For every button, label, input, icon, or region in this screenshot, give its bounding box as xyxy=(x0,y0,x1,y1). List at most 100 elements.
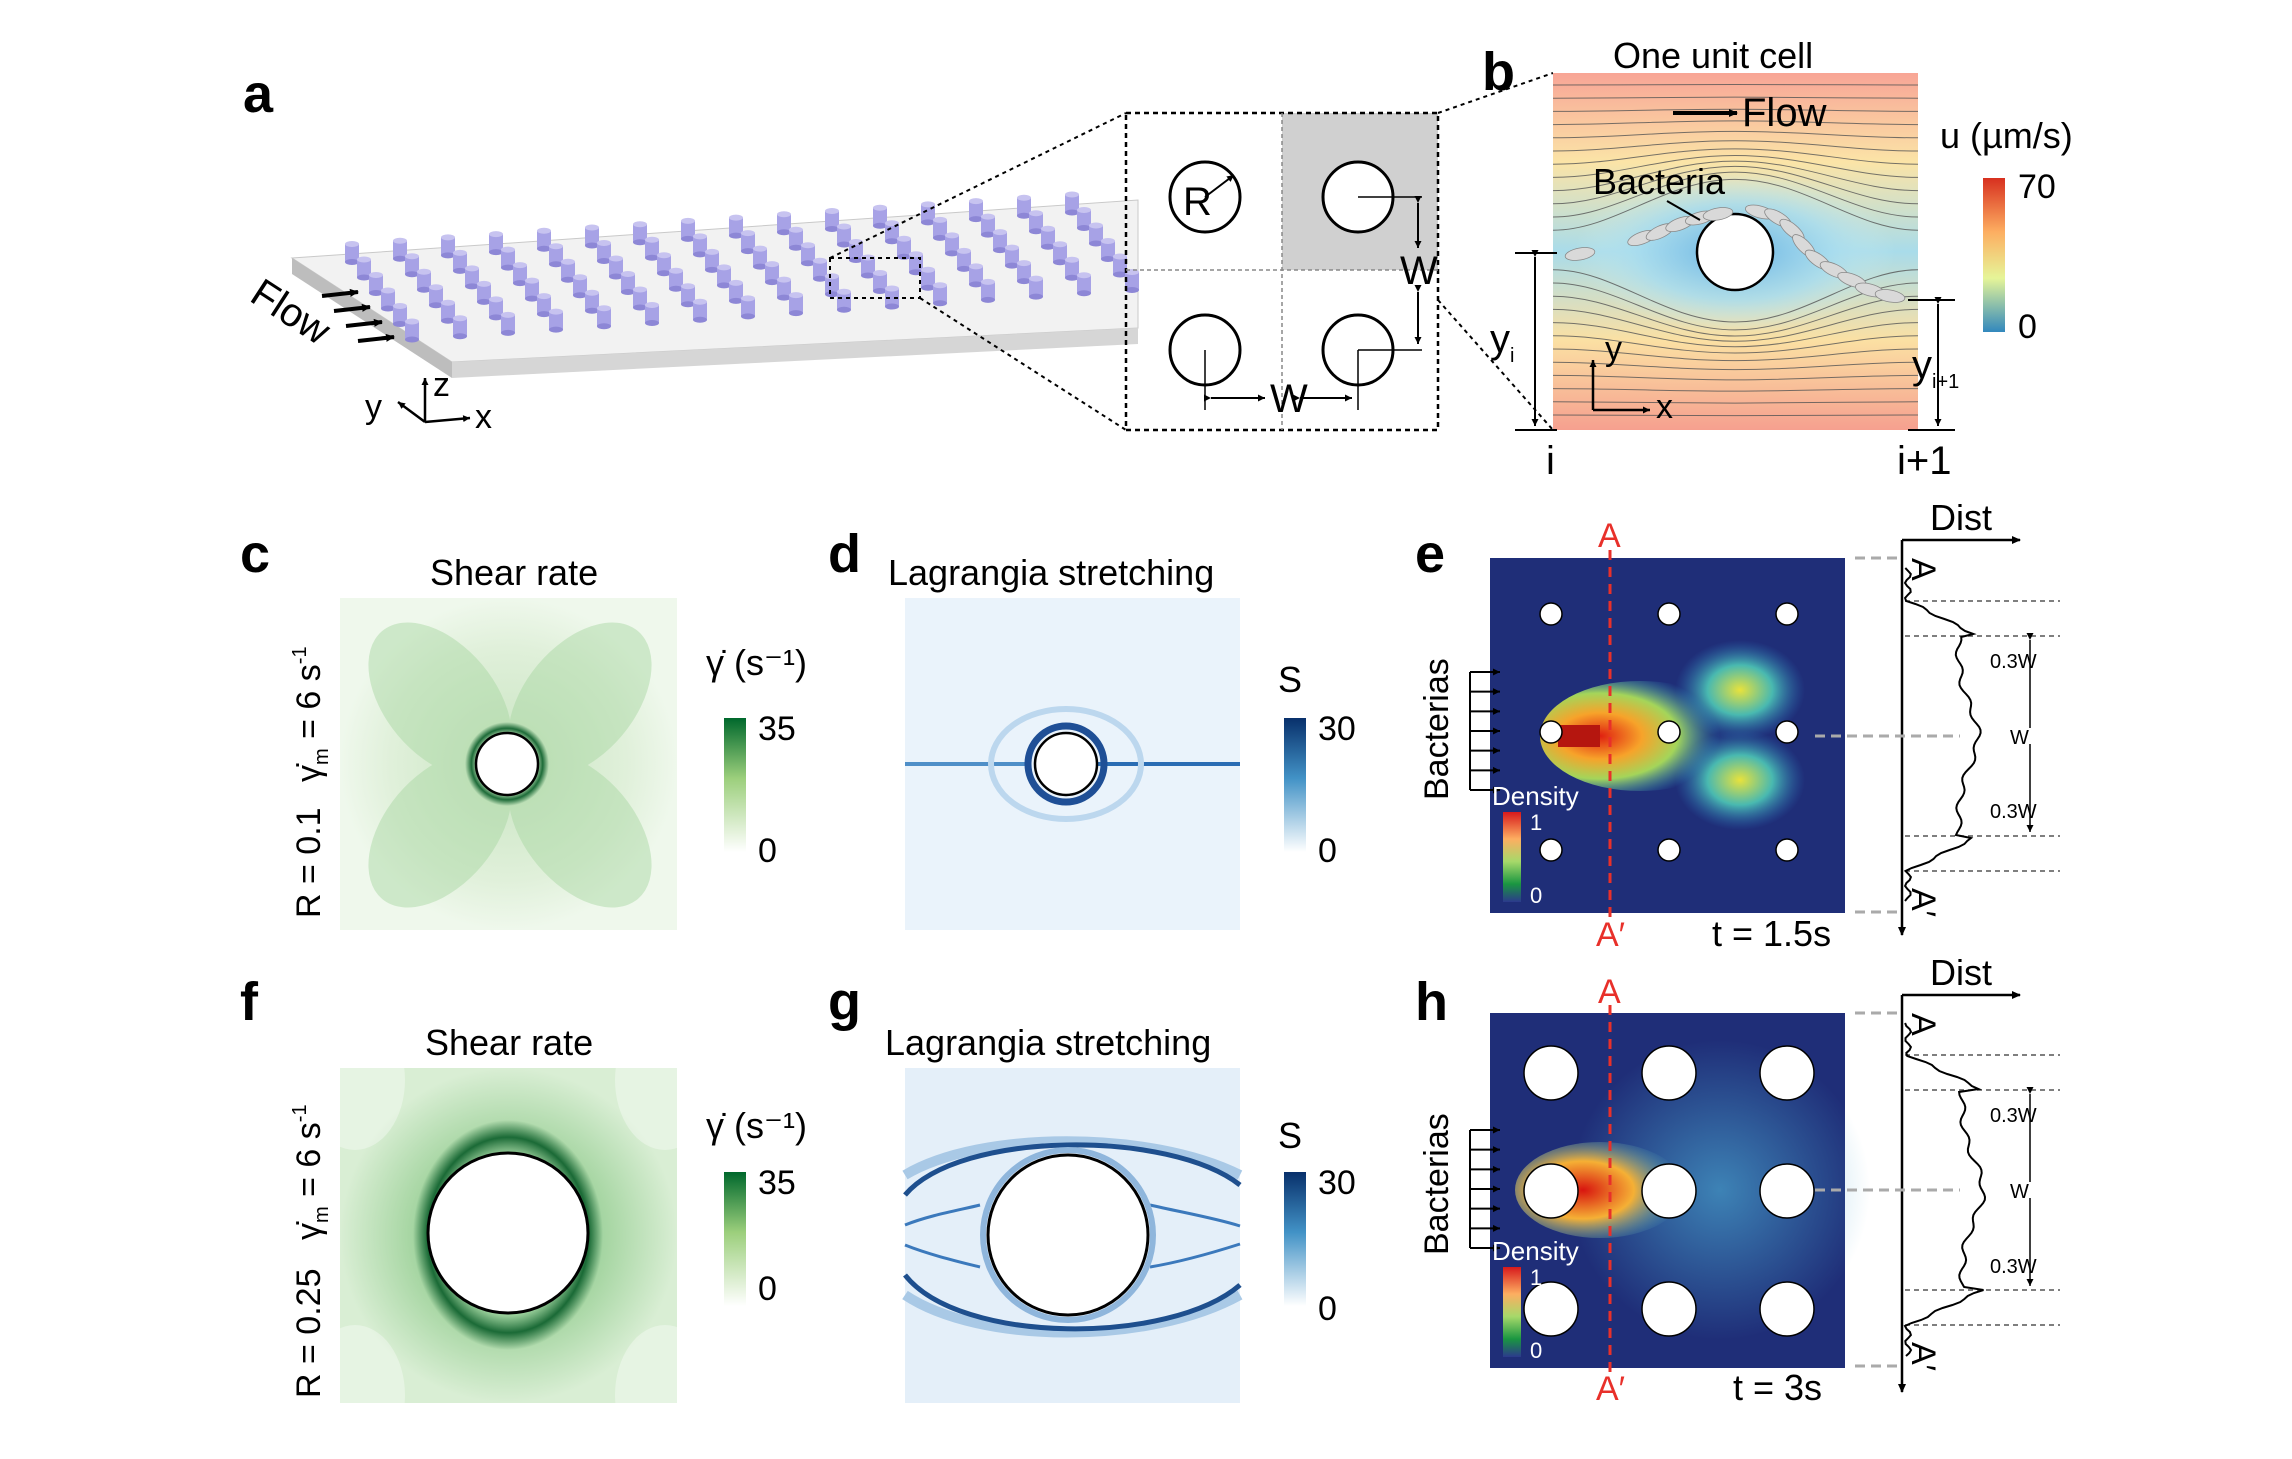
pillar xyxy=(729,214,743,239)
pillar xyxy=(585,224,599,249)
pillar xyxy=(369,272,383,296)
streamline xyxy=(1552,295,1919,337)
velocity-colorbar-max: 70 xyxy=(2018,168,2056,206)
pillar xyxy=(957,247,971,272)
pillar xyxy=(969,198,983,223)
mark-upper-e: 0.3W xyxy=(1990,651,2037,673)
pillar xyxy=(621,271,635,295)
pillar-f xyxy=(426,1151,590,1315)
pillar xyxy=(681,217,695,242)
pillar xyxy=(393,237,407,262)
panel-c-letter: c xyxy=(240,524,270,584)
pillar xyxy=(1101,238,1115,262)
density-pillars-e xyxy=(1539,602,1799,862)
yi-label: yi xyxy=(1490,317,1514,367)
density-min-h: 0 xyxy=(1530,1338,1542,1363)
pillar xyxy=(693,298,707,323)
streamline xyxy=(1552,140,1919,152)
mark-upper-h: 0.3W xyxy=(1990,1105,2037,1127)
axis-x-label: x xyxy=(475,398,492,436)
pillar xyxy=(1041,225,1055,250)
pillar xyxy=(705,248,719,273)
pillar xyxy=(405,253,419,278)
pillar xyxy=(933,216,947,241)
density-pillar xyxy=(1775,838,1799,862)
density-label-h: Density xyxy=(1492,1236,1579,1266)
velocity-colorbar xyxy=(1983,178,2005,332)
index-i1: i+1 xyxy=(1897,439,1952,483)
row1-R-label: R = 0.1 xyxy=(290,807,328,918)
pillar xyxy=(1029,210,1043,235)
panel-f: f Shear rate R = 0.25 γ̇m = 6 s-1 γ̇ (s⁻… xyxy=(240,972,807,1459)
panel-c-title: Shear rate xyxy=(430,552,598,593)
density-pillar xyxy=(1539,720,1563,744)
time-label-e: t = 1.5s xyxy=(1712,913,1831,954)
pillar xyxy=(645,236,659,261)
pillar xyxy=(1065,256,1079,281)
density-pillar xyxy=(1641,1163,1697,1219)
pillar xyxy=(837,288,851,313)
density-pillar xyxy=(1523,1281,1579,1337)
stretch-colorbar-g xyxy=(1284,1172,1306,1306)
pillar xyxy=(1005,244,1019,269)
streamline xyxy=(1552,160,1919,192)
pillar xyxy=(657,252,671,277)
streamline xyxy=(1552,130,1919,139)
shear-lobes-f xyxy=(305,1010,715,1459)
pillar xyxy=(573,274,587,299)
density-pillar xyxy=(1657,838,1681,862)
panel-f-letter: f xyxy=(240,972,259,1032)
profile-top-h: A xyxy=(1904,1013,1942,1036)
streamline xyxy=(1552,165,1919,205)
inset-radius-label: R xyxy=(1183,180,1212,224)
panel-c: c Shear rate R = 0.1 γ̇m = 6 s-1 γ̇ (s⁻¹… xyxy=(240,524,807,930)
density-pillar xyxy=(1523,1163,1579,1219)
pillar xyxy=(921,201,935,226)
pillar xyxy=(825,208,839,232)
profile-reference-lines-h xyxy=(1815,1011,2060,1368)
streamline xyxy=(1552,154,1919,178)
pillar xyxy=(681,283,695,308)
density-pillar xyxy=(1759,1163,1815,1219)
panel-e-letter: e xyxy=(1415,524,1445,584)
density-max-e: 1 xyxy=(1530,810,1542,835)
pillar xyxy=(909,251,923,276)
streamline xyxy=(1552,96,1919,99)
inset-spacing-x-label: W xyxy=(1270,377,1308,421)
panel-b-axis-y: y xyxy=(1605,330,1622,368)
cut-bottom-h: A′ xyxy=(1596,1370,1625,1408)
pillar xyxy=(489,231,503,256)
pillar xyxy=(777,276,791,301)
panel-d-title: Lagrangia stretching xyxy=(888,552,1214,593)
streamline xyxy=(1552,388,1919,392)
stretch-colorbar-min-g: 0 xyxy=(1318,1290,1337,1328)
streamline xyxy=(1552,148,1919,165)
streamline xyxy=(1552,178,1919,231)
stretch-ring-d xyxy=(1024,722,1108,806)
row1-gamma-label: γ̇m = 6 s-1 xyxy=(289,646,333,782)
shear-colorbar-c xyxy=(724,718,746,852)
density-colorbar-h xyxy=(1503,1267,1521,1357)
density-pillar xyxy=(1759,1281,1815,1337)
stretch-colorbar-min-d: 0 xyxy=(1318,832,1337,870)
pillar xyxy=(501,246,515,271)
pillar xyxy=(789,292,803,317)
stretch-colorbar-max-d: 30 xyxy=(1318,710,1356,748)
inlet-label-e: Bacterias xyxy=(1418,658,1456,800)
stretch-colorbar-label-g: S xyxy=(1278,1115,1302,1156)
pillar xyxy=(813,257,827,282)
pillar xyxy=(549,308,563,333)
density-pillar xyxy=(1523,1045,1579,1101)
pillar xyxy=(777,211,791,236)
pillar-g xyxy=(986,1153,1150,1317)
pillar xyxy=(453,249,467,274)
density-pillar xyxy=(1539,602,1563,626)
pillar xyxy=(741,295,755,320)
pillar xyxy=(1017,260,1031,285)
pillar xyxy=(933,282,947,307)
density-profile-e xyxy=(1903,567,1982,902)
streamline xyxy=(1552,282,1919,331)
bacteria-label: Bacteria xyxy=(1593,161,1726,202)
density-label-e: Density xyxy=(1492,781,1579,811)
stretch-halo-g xyxy=(980,1147,1156,1323)
